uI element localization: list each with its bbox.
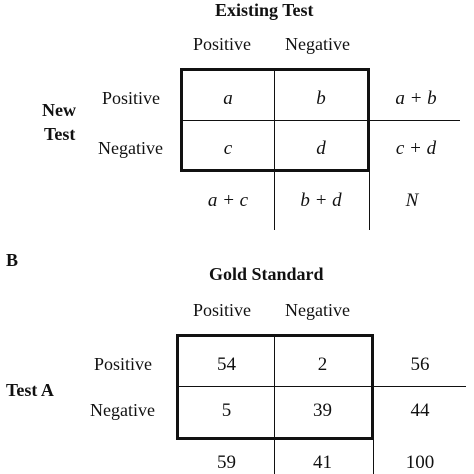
- panel-b-cell-true-negative: 39: [313, 400, 332, 421]
- panel-a-row-label-negative: Negative: [98, 138, 163, 158]
- panel-b-row-label-positive: Positive: [94, 354, 153, 374]
- panel-b-row-total-2: 44: [410, 400, 430, 421]
- panel-a-col-total-2: b + d: [300, 190, 342, 211]
- panel-a-cell-b: b: [316, 88, 326, 109]
- panel-b-title: Gold Standard: [209, 264, 324, 284]
- panel-b-col-total-2: 41: [313, 452, 332, 473]
- panel-a-row-label-positive: Positive: [102, 88, 161, 108]
- panel-b-row-total-1: 56: [410, 354, 430, 375]
- panel-a-side-label-line2: Test: [44, 124, 76, 144]
- panel-b-row-label-negative: Negative: [90, 400, 155, 420]
- panel-b-table-box: [176, 334, 374, 440]
- panel-a-horizontal-divider: [180, 120, 460, 121]
- panel-a-row-total-1: a + b: [395, 88, 437, 109]
- panel-b-col-total-1: 59: [217, 452, 236, 473]
- panel-a-vertical-divider: [274, 68, 275, 230]
- panel-b-cell-true-positive: 54: [217, 354, 236, 375]
- panel-a-col-total-1: a + c: [207, 190, 249, 211]
- panel-b-cell-false-positive: 2: [317, 354, 328, 375]
- panel-b-vertical-divider: [274, 334, 275, 474]
- panel-a-grand-total: N: [405, 190, 419, 211]
- panel-a-side-label-line1: New: [42, 100, 76, 120]
- panel-a-total-vertical-line: [369, 172, 370, 230]
- panel-b-grand-total: 100: [405, 452, 435, 473]
- panel-a-col-header-negative: Negative: [285, 34, 350, 54]
- panel-b-col-header-positive: Positive: [193, 300, 252, 320]
- panel-b-cell-false-negative: 5: [221, 400, 232, 421]
- panel-b-total-vertical-line: [373, 440, 374, 474]
- panel-a-cell-d: d: [316, 138, 326, 159]
- panel-b-letter: B: [6, 250, 19, 270]
- panel-a-title: Existing Test: [215, 0, 314, 20]
- panel-a-cell-a: a: [223, 88, 233, 109]
- panel-a-col-header-positive: Positive: [193, 34, 252, 54]
- panel-b-col-header-negative: Negative: [285, 300, 350, 320]
- panel-a-cell-c: c: [223, 138, 233, 159]
- panel-a-row-total-2: c + d: [395, 138, 437, 159]
- panel-b-side-label: Test A: [6, 380, 54, 400]
- panel-b-horizontal-divider: [176, 386, 466, 387]
